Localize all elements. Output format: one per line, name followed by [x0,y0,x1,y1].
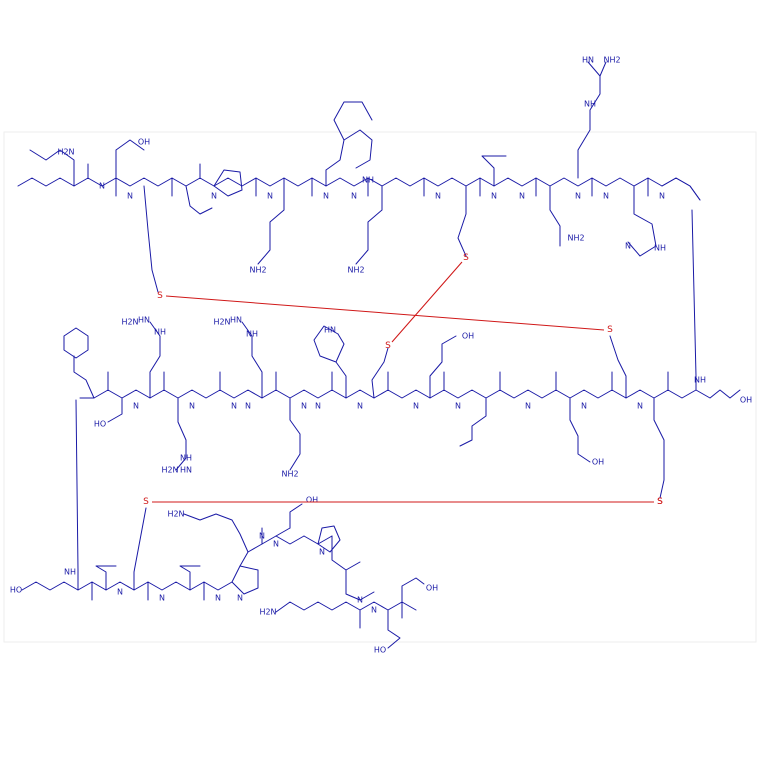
r2-arg1-nh: NH [154,328,166,337]
r1-nh-c: N [267,192,273,201]
r1-nh-i: N [575,192,581,201]
r2-glu2-oh: OH [592,458,604,467]
disulfide-bond-1 [165,295,605,331]
r2-nh-i: N [455,402,461,411]
r3-nh-glu: NH [64,568,76,577]
r1-nh-g: N [491,192,497,201]
r3-nh-e: N [273,540,279,549]
r1-s2: S [463,253,469,263]
r2-nh-d: N [245,402,251,411]
r1-h2n: H2N [57,148,74,157]
row-2-backbone [63,209,741,499]
r2-s3: S [657,497,663,507]
r3-h2n-lys1: H2N [167,510,184,519]
r2-nh-c: N [231,402,237,411]
r1-nh-k: N [659,192,665,201]
r1-oh1: OH [138,138,150,147]
row-2-labels: HO N N N N N N N N N N N N NH HN H2N NH … [94,316,752,508]
row-3-labels: HO NH N N N N N N N N N H2N H2N OH OH HO… [10,496,663,655]
r3-ho-thr2: HO [374,646,386,655]
r1-s1: S [157,291,163,301]
r1-nh-d: N [323,192,329,201]
r3-nh-a: N [117,588,123,597]
r3-oh-end: OH [426,584,438,593]
r2-nh-l: N [637,402,643,411]
r1-nh-h: N [519,192,525,201]
r1-nh2-k1: NH2 [249,266,266,275]
r2-nh-j: N [525,402,531,411]
r1-nh2-asn: NH2 [567,234,584,243]
r2-oh-ser: HO [94,420,106,429]
r2-arg1-hn: HN [138,316,150,325]
row-1-labels: H2N OH N N N N N NH N N N N N N N NH2 NH… [57,56,666,302]
r2-nh-m: NH [694,376,706,385]
r2-asp-oh: OH [740,396,752,405]
row-3-backbone [21,399,425,649]
r3-n-pro1: N [237,594,243,603]
r1-hn-arg: HN [582,56,594,65]
r2-s1: S [385,341,391,351]
r2-arg2-hn: HN [180,466,192,475]
drawing-frame [3,131,757,643]
r3-nh-f: N [357,596,363,605]
r3-ho-glu: HO [10,586,22,595]
disulfide-bond-2 [391,261,463,343]
r1-nh-trp: NH [362,176,374,185]
r3-h2n-lys2: H2N [259,608,276,617]
r2-arg2-nh: NH [180,454,192,463]
r2-nh-h: N [413,402,419,411]
r2-glu1-oh: OH [462,332,474,341]
r2-nh-b: N [189,402,195,411]
r1-nh2-k2: NH2 [347,266,364,275]
row-1-backbone [17,61,701,293]
disulfide-bonds [152,261,654,503]
r2-nh-e: N [301,402,307,411]
r2-arg1-h2n: H2N [121,318,138,327]
r2-arg3-nh: NH [246,330,258,339]
r3-s1: S [143,497,149,507]
r2-lys-nh2: NH2 [281,470,298,479]
r3-nh-c: N [215,594,221,603]
r1-n-pro: N [211,192,217,201]
r1-n-his: N [625,242,631,251]
r2-arg2-h2n: H2N [161,466,178,475]
r3-s2: S [657,497,663,507]
r1-nh-his: NH [654,244,666,253]
r2-nh-g: N [357,402,363,411]
r1-nh-e: N [351,192,357,201]
r3-nh-d: N [259,532,265,541]
r2-nh-k: N [581,402,587,411]
r2-trp-hn: HN [324,326,336,335]
r1-nh-j: N [603,192,609,201]
r3-n-pro2: N [319,548,325,557]
r2-nh-f: N [315,402,321,411]
r1-nh2-arg: NH2 [603,56,620,65]
r2-s2: S [607,325,613,335]
r3-nh-g: N [371,606,377,615]
r2-nh-a: N [133,402,139,411]
r1-nh-b: N [127,192,133,201]
r1-nh-a: N [99,182,105,191]
r1-nh-arg: NH [584,100,596,109]
r2-arg3-h2n: H2N [213,318,230,327]
r3-oh-thr1: OH [306,496,318,505]
r1-nh-f: N [435,192,441,201]
r3-nh-b: N [159,594,165,603]
r2-arg3-hn: HN [230,316,242,325]
